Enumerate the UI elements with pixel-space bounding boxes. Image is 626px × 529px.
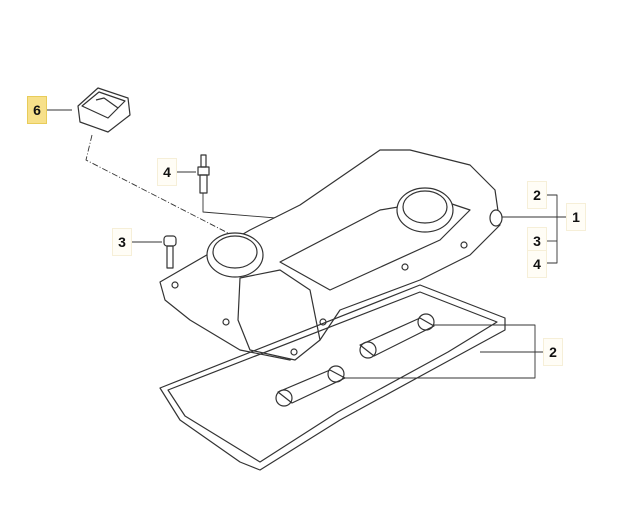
callout-6[interactable]: 6 (27, 96, 47, 124)
stud-bolt-part (197, 154, 210, 194)
callout-4[interactable]: 4 (157, 158, 177, 186)
callout-3[interactable]: 3 (112, 228, 132, 256)
oil-filler-cap-part (77, 87, 131, 133)
callout-4[interactable]: 4 (527, 250, 547, 278)
callout-1[interactable]: 1 (566, 203, 586, 231)
leader-lines (46, 109, 568, 379)
hex-bolt-part (163, 235, 177, 269)
callout-2[interactable]: 2 (543, 338, 563, 366)
valve-cover-part (159, 149, 503, 361)
callout-2[interactable]: 2 (527, 181, 547, 209)
gasket-part (159, 284, 506, 471)
